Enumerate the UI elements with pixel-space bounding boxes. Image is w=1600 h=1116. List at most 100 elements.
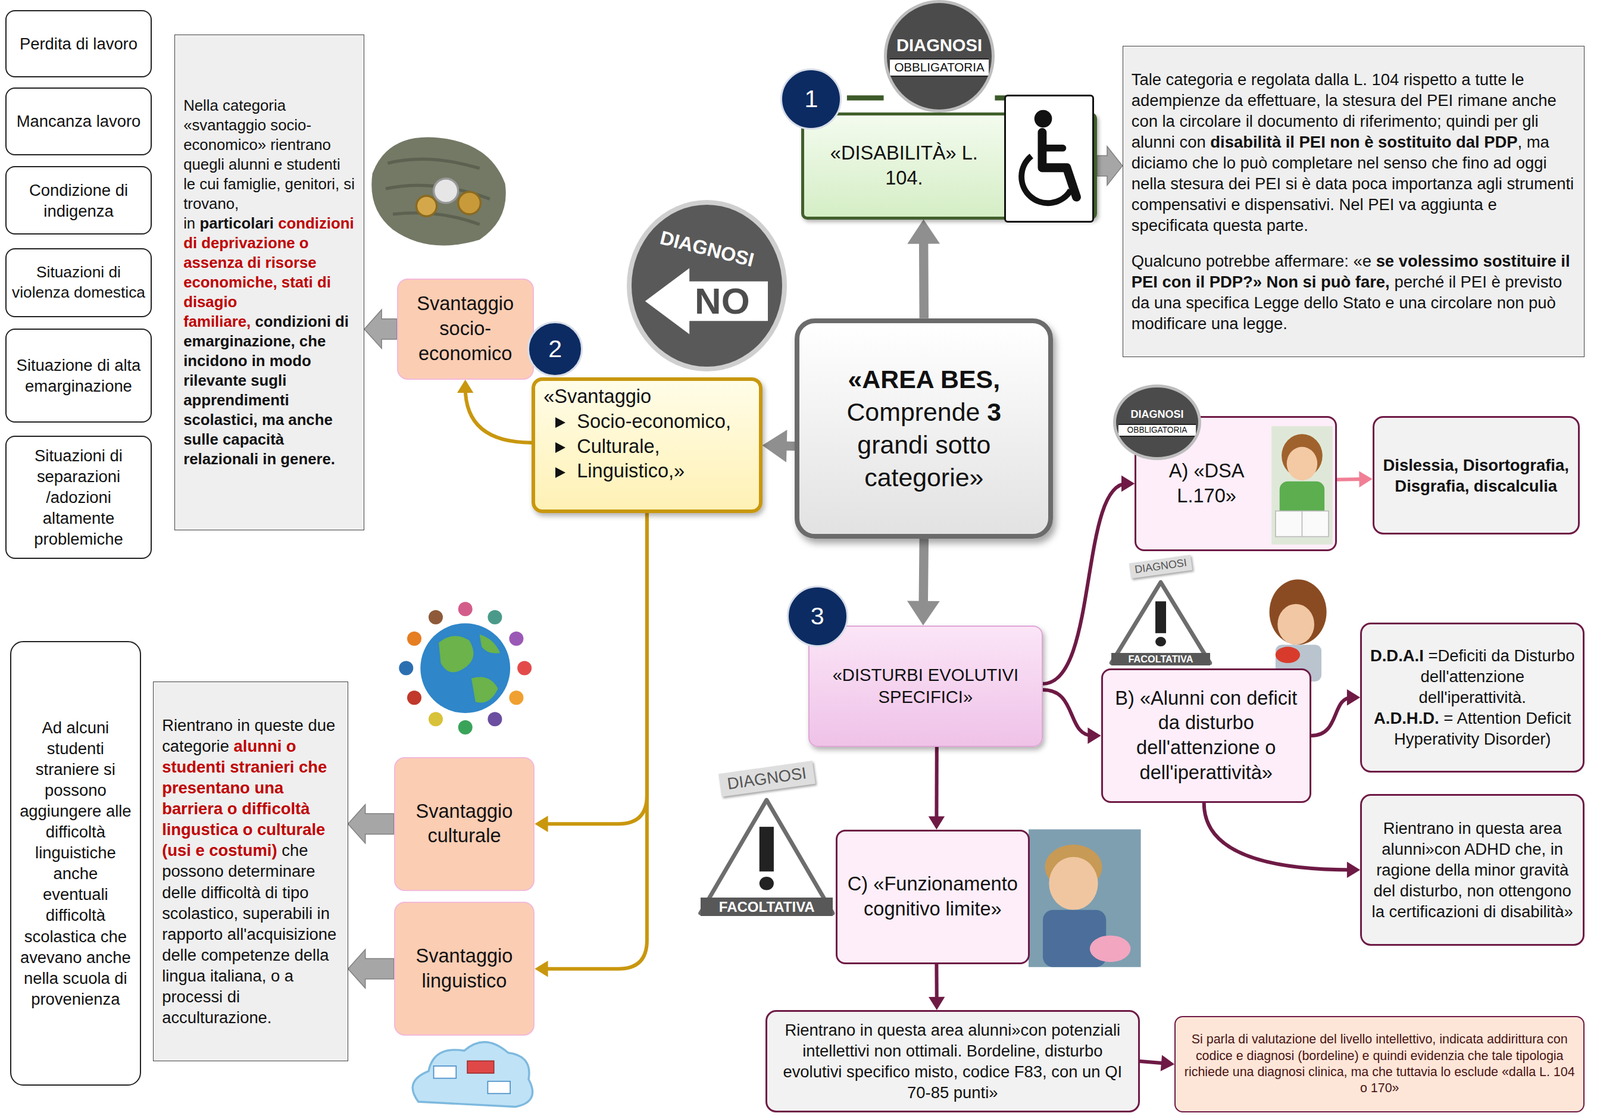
text-block: Svantaggio linguistico: [402, 944, 527, 994]
cloud-picture: [412, 1042, 533, 1108]
diagnosis-badge: DIAGNOSIOBBLIGATORIA: [883, 0, 996, 113]
arrowhead: [534, 816, 548, 833]
label-text: DIAGNOSI: [1129, 554, 1193, 579]
label-text: Nella categoria «svantaggio socio-econom…: [183, 97, 355, 232]
connector: [1042, 689, 1102, 745]
text-paragraph: Svantaggio socio-economico: [405, 291, 526, 367]
text-paragraph: Qualcuno potrebbe affermare: «ese voless…: [1131, 250, 1577, 334]
connector: [348, 804, 395, 844]
callout-number: 1: [780, 68, 842, 130]
text-paragraph: C) «Funzionamento cognitivo limite»: [844, 872, 1021, 922]
text-paragraph: Situazioni di separazioni /adozioni alta…: [11, 445, 147, 550]
wheelchair-icon: [1021, 155, 1071, 203]
globe-picture: [407, 690, 422, 705]
subcategory-box: B) «Alunni con deficit da disturbo dell'…: [1101, 668, 1312, 803]
connector-line: [934, 747, 939, 823]
category-box: Svantaggio socio-economico: [397, 278, 534, 380]
label-text: Situazioni di separazioni /adozioni alta…: [11, 445, 147, 550]
label-text: condizioni di deprivazione o assenza di …: [183, 214, 354, 330]
text-paragraph: Situazione di alta emarginazione: [11, 354, 147, 397]
girl-picture: [1277, 604, 1315, 646]
warning-triangle: [759, 876, 774, 891]
situation-box: Condizione di indigenza: [5, 166, 153, 235]
note-box: Nella categoria «svantaggio socio-econom…: [174, 34, 365, 531]
connector: [1336, 471, 1373, 488]
label-text: DIAGNOSI: [1130, 408, 1184, 421]
text-paragraph: Condizione di indigenza: [11, 179, 147, 222]
text-block: Ad alcuni studenti straniere si possono …: [18, 717, 133, 1010]
child-picture: [1271, 426, 1333, 545]
label-text: OBBLIGATORIA: [1118, 423, 1196, 437]
boy-picture: [1028, 829, 1142, 967]
coins-hand-picture: [416, 195, 437, 217]
connector: [534, 513, 648, 833]
wheelchair-icon: [1004, 94, 1095, 223]
label-text: DIAGNOSI: [718, 760, 816, 798]
text-paragraph: Comprende3: [806, 395, 1042, 429]
text-block: Svantaggio socio-economico: [405, 291, 526, 367]
arrowhead: [762, 429, 788, 463]
warning-triangle: [1107, 558, 1215, 665]
text-paragraph: «DISTURBI EVOLUTIVI SPECIFICI»: [816, 664, 1035, 709]
girl-picture: [1275, 647, 1300, 664]
text-paragraph: B) «Alunni con deficit da disturbo dell'…: [1110, 686, 1303, 786]
connector: [364, 309, 398, 349]
bullet-arrow: [555, 467, 566, 478]
coins-hand-picture: [385, 158, 490, 225]
text-block: Rientrano in queste due categoriealunni …: [161, 714, 339, 1028]
connector-line: [542, 513, 648, 824]
note-box: Tale categoria e regolata dalla L. 104 r…: [1122, 45, 1586, 358]
label-text: C) «Funzionamento cognitivo limite»: [844, 872, 1021, 922]
category-box: «DISTURBI EVOLUTIVI SPECIFICI»: [808, 625, 1043, 748]
globe-picture: [471, 677, 499, 703]
connector: [907, 219, 940, 319]
text-block: D.D.A.I=Deficiti da Disturbo dell'attenz…: [1369, 645, 1576, 750]
child-picture: [1286, 447, 1318, 481]
coins-hand-picture: [371, 136, 506, 246]
label-text: condizioni di emarginazione, che incidon…: [183, 313, 349, 468]
label-text: «DISTURBI EVOLUTIVI SPECIFICI»: [816, 664, 1035, 709]
label-text: «AREA BES,: [848, 364, 1001, 394]
arrowhead: [907, 219, 940, 245]
arrowhead: [1087, 727, 1101, 744]
connector-line: [1042, 689, 1093, 736]
text-block: Situazione di alta emarginazione: [11, 354, 147, 397]
note-box: Ad alcuni studenti straniere si possono …: [10, 641, 141, 1086]
label-text: =Deficiti da Disturbo dell'attenzione de…: [1419, 646, 1575, 707]
text-block: «DISABILITÀ» L. 104.: [811, 141, 998, 191]
category-box: Svantaggio linguistico: [394, 901, 536, 1036]
text-paragraph: Rientrano in questa area alunni»con pote…: [774, 1019, 1131, 1103]
list-item: Culturale,: [543, 434, 750, 460]
label-text: B) «Alunni con deficit da disturbo dell'…: [1110, 686, 1303, 786]
label-text: Comprende: [846, 397, 980, 427]
label-text: «Svantaggio: [543, 384, 750, 410]
text-paragraph: «AREA BES,: [806, 363, 1042, 396]
arrowhead: [928, 816, 945, 830]
label-text: Dislessia, Disortografia, Disgrafia, dis…: [1381, 454, 1571, 497]
globe-picture: [398, 601, 532, 735]
boy-picture: [1048, 857, 1098, 911]
warning-triangle: [700, 800, 833, 914]
child-picture: [1275, 511, 1329, 537]
text-paragraph: grandi sotto categorie»: [806, 428, 1042, 495]
connector: [1204, 802, 1361, 878]
globe-picture: [458, 720, 473, 735]
globe-picture: [479, 634, 500, 654]
wheelchair-icon: [1005, 96, 1093, 221]
bullet-arrow: [555, 417, 566, 428]
connector: [534, 513, 648, 977]
list-item: Linguistico,»: [543, 458, 750, 484]
block-arrow: [364, 309, 398, 349]
warning-triangle: [1155, 601, 1167, 634]
label-text: Svantaggio socio-economico: [405, 291, 526, 367]
text-paragraph: A.D.H.D.= Attention Deficit Hyperativity…: [1369, 707, 1576, 750]
bullet-arrow: [555, 442, 566, 453]
globe-picture: [487, 711, 502, 727]
cloud-picture: [487, 1081, 511, 1095]
text-paragraph: «DISABILITÀ» L. 104.: [811, 141, 998, 191]
text-paragraph: Tale categoria e regolata dalla L. 104 r…: [1131, 69, 1577, 237]
label-text: Mancanza lavoro: [11, 110, 147, 132]
label-text: DIAGNOSI: [657, 226, 756, 274]
label-text: Si parla di valutazione del livello inte…: [1182, 1031, 1577, 1098]
